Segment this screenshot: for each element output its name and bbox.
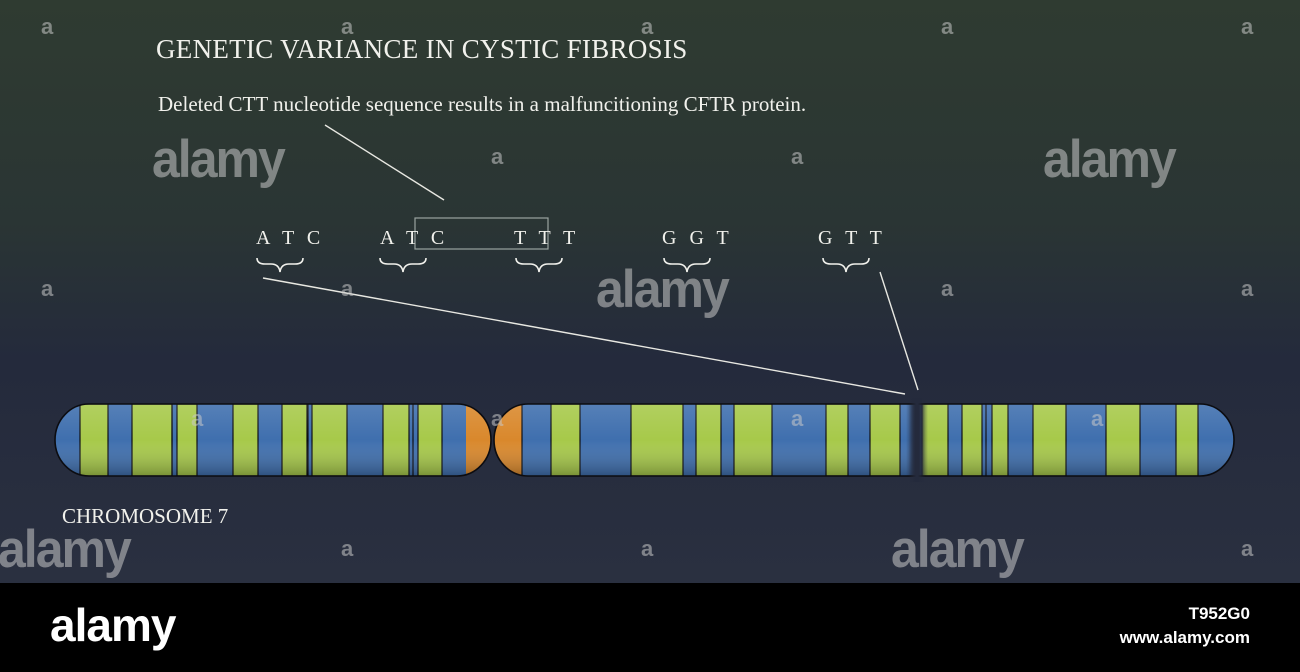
zoom-line-left [262, 277, 906, 395]
diagram-canvas: GENETIC VARIANCE IN CYSTIC FIBROSIS Dele… [0, 0, 1300, 583]
chromosome-long-arm [494, 404, 1234, 476]
chromosome-short-arm [55, 404, 491, 476]
footer-logo: alamy [50, 599, 176, 651]
watermark-mark: a [41, 276, 54, 301]
watermark-logo: alamy [596, 259, 730, 319]
codon-label-2: A T C [380, 227, 449, 249]
brace-4 [663, 257, 711, 273]
brace-3 [515, 257, 563, 273]
codon-label-3: T T T [514, 227, 580, 249]
watermark-logo: alamy [891, 519, 1025, 579]
pointer-lines [262, 124, 919, 395]
deleted-sequence-box [414, 217, 549, 250]
codon-label-5: G T T [818, 227, 886, 249]
watermark-mark: a [1241, 276, 1254, 301]
watermark-mark: a [1241, 536, 1254, 561]
watermark-mark: a [491, 144, 504, 169]
diagram-subtitle: Deleted CTT nucleotide sequence results … [158, 92, 807, 116]
watermark-logo: alamy [0, 519, 132, 579]
watermark-mark: a [341, 14, 354, 39]
diagram-title: GENETIC VARIANCE IN CYSTIC FIBROSIS [156, 34, 688, 64]
codon-braces [256, 257, 870, 273]
chromosome-label: CHROMOSOME 7 [62, 504, 229, 528]
watermark-logo: alamy [1043, 129, 1177, 189]
brace-2 [379, 257, 427, 273]
footer-image-id: T952G0 [1188, 604, 1250, 623]
watermark-mark: a [791, 144, 804, 169]
subtitle-pointer-line [324, 124, 445, 201]
brace-1 [256, 257, 304, 273]
watermark-mark: a [791, 406, 804, 431]
codon-label-4: G G T [662, 227, 733, 249]
zoom-line-right [879, 271, 919, 391]
watermark-mark: a [41, 14, 54, 39]
watermark-logo: alamy [152, 129, 286, 189]
watermark-mark: a [191, 406, 204, 431]
watermark-mark: a [641, 536, 654, 561]
brace-5 [822, 257, 870, 273]
watermark-mark: a [1241, 14, 1254, 39]
codon-label-1: A T C [256, 227, 325, 249]
stock-footer-bar [0, 583, 1300, 672]
watermark-mark: a [341, 536, 354, 561]
watermark-mark: a [941, 14, 954, 39]
watermark-mark: a [641, 14, 654, 39]
watermark-mark: a [341, 276, 354, 301]
watermark-mark: a [1091, 406, 1104, 431]
watermark-mark: a [491, 406, 504, 431]
footer-url: www.alamy.com [1119, 628, 1250, 647]
chromosome-diagram [54, 124, 1235, 482]
watermark-mark: a [941, 276, 954, 301]
